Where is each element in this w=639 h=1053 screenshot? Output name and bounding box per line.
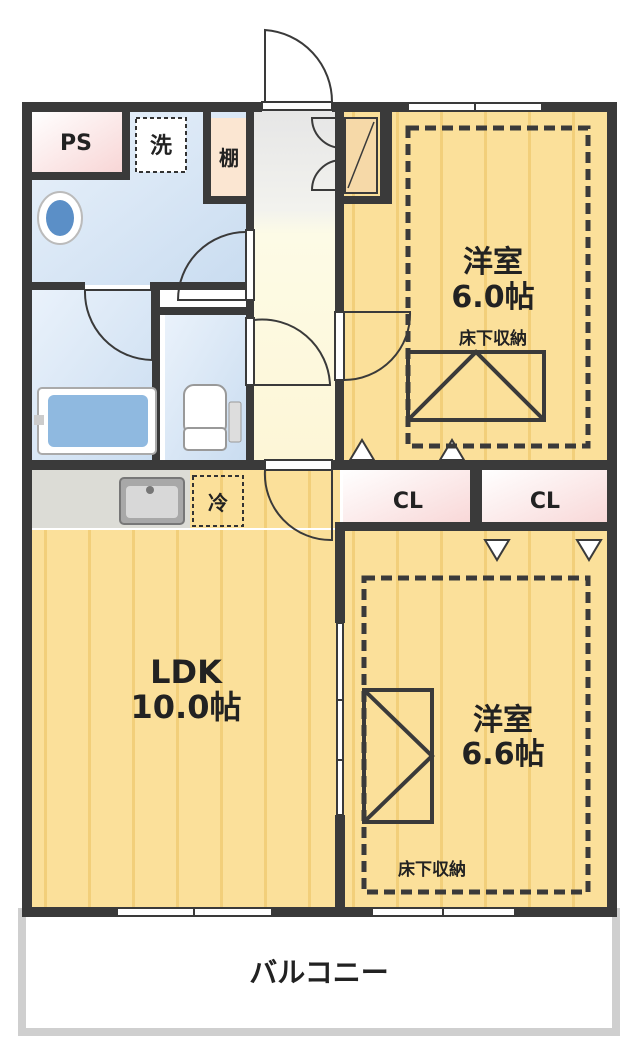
walls — [22, 102, 617, 917]
western-1-size: 6.0帖 — [451, 280, 534, 315]
western-2-name: 洋室 — [473, 703, 533, 738]
ps-box — [30, 112, 122, 172]
ps-label: PS — [60, 131, 92, 156]
closet-2-box — [482, 470, 608, 528]
shelf-box — [210, 118, 248, 196]
balcony-floor — [18, 908, 620, 1036]
kitchen-sink-icon — [119, 477, 185, 525]
western-room-2-floor — [343, 530, 608, 910]
washer-space — [135, 117, 187, 173]
ldk-floor — [30, 530, 340, 910]
western-2-storage: 床下収納 — [398, 859, 466, 880]
sliding-door-track — [336, 622, 344, 816]
balcony-label: バルコニー — [249, 956, 388, 989]
storage-marks — [361, 125, 591, 895]
fridge-space — [190, 470, 245, 528]
closet-door-markers — [348, 438, 603, 562]
fridge-label: 冷 — [208, 491, 228, 515]
closet-1-label: CL — [393, 489, 423, 514]
hall-lower — [245, 470, 340, 528]
fridge-box — [192, 475, 244, 527]
ldk-size: 10.0帖 — [131, 688, 242, 726]
western-1-name: 洋室 — [463, 245, 523, 280]
closet-1-box — [343, 470, 470, 528]
entrance-hall — [252, 110, 340, 465]
western-1-storage: 床下収納 — [459, 328, 527, 349]
washer-label: 洗 — [150, 134, 172, 159]
closet-2-label: CL — [530, 489, 560, 514]
western-2-size: 6.6帖 — [461, 737, 544, 772]
shelf-label: 棚 — [219, 146, 239, 170]
ldk-name: LDK — [150, 653, 223, 691]
toilet-icon — [183, 384, 242, 451]
